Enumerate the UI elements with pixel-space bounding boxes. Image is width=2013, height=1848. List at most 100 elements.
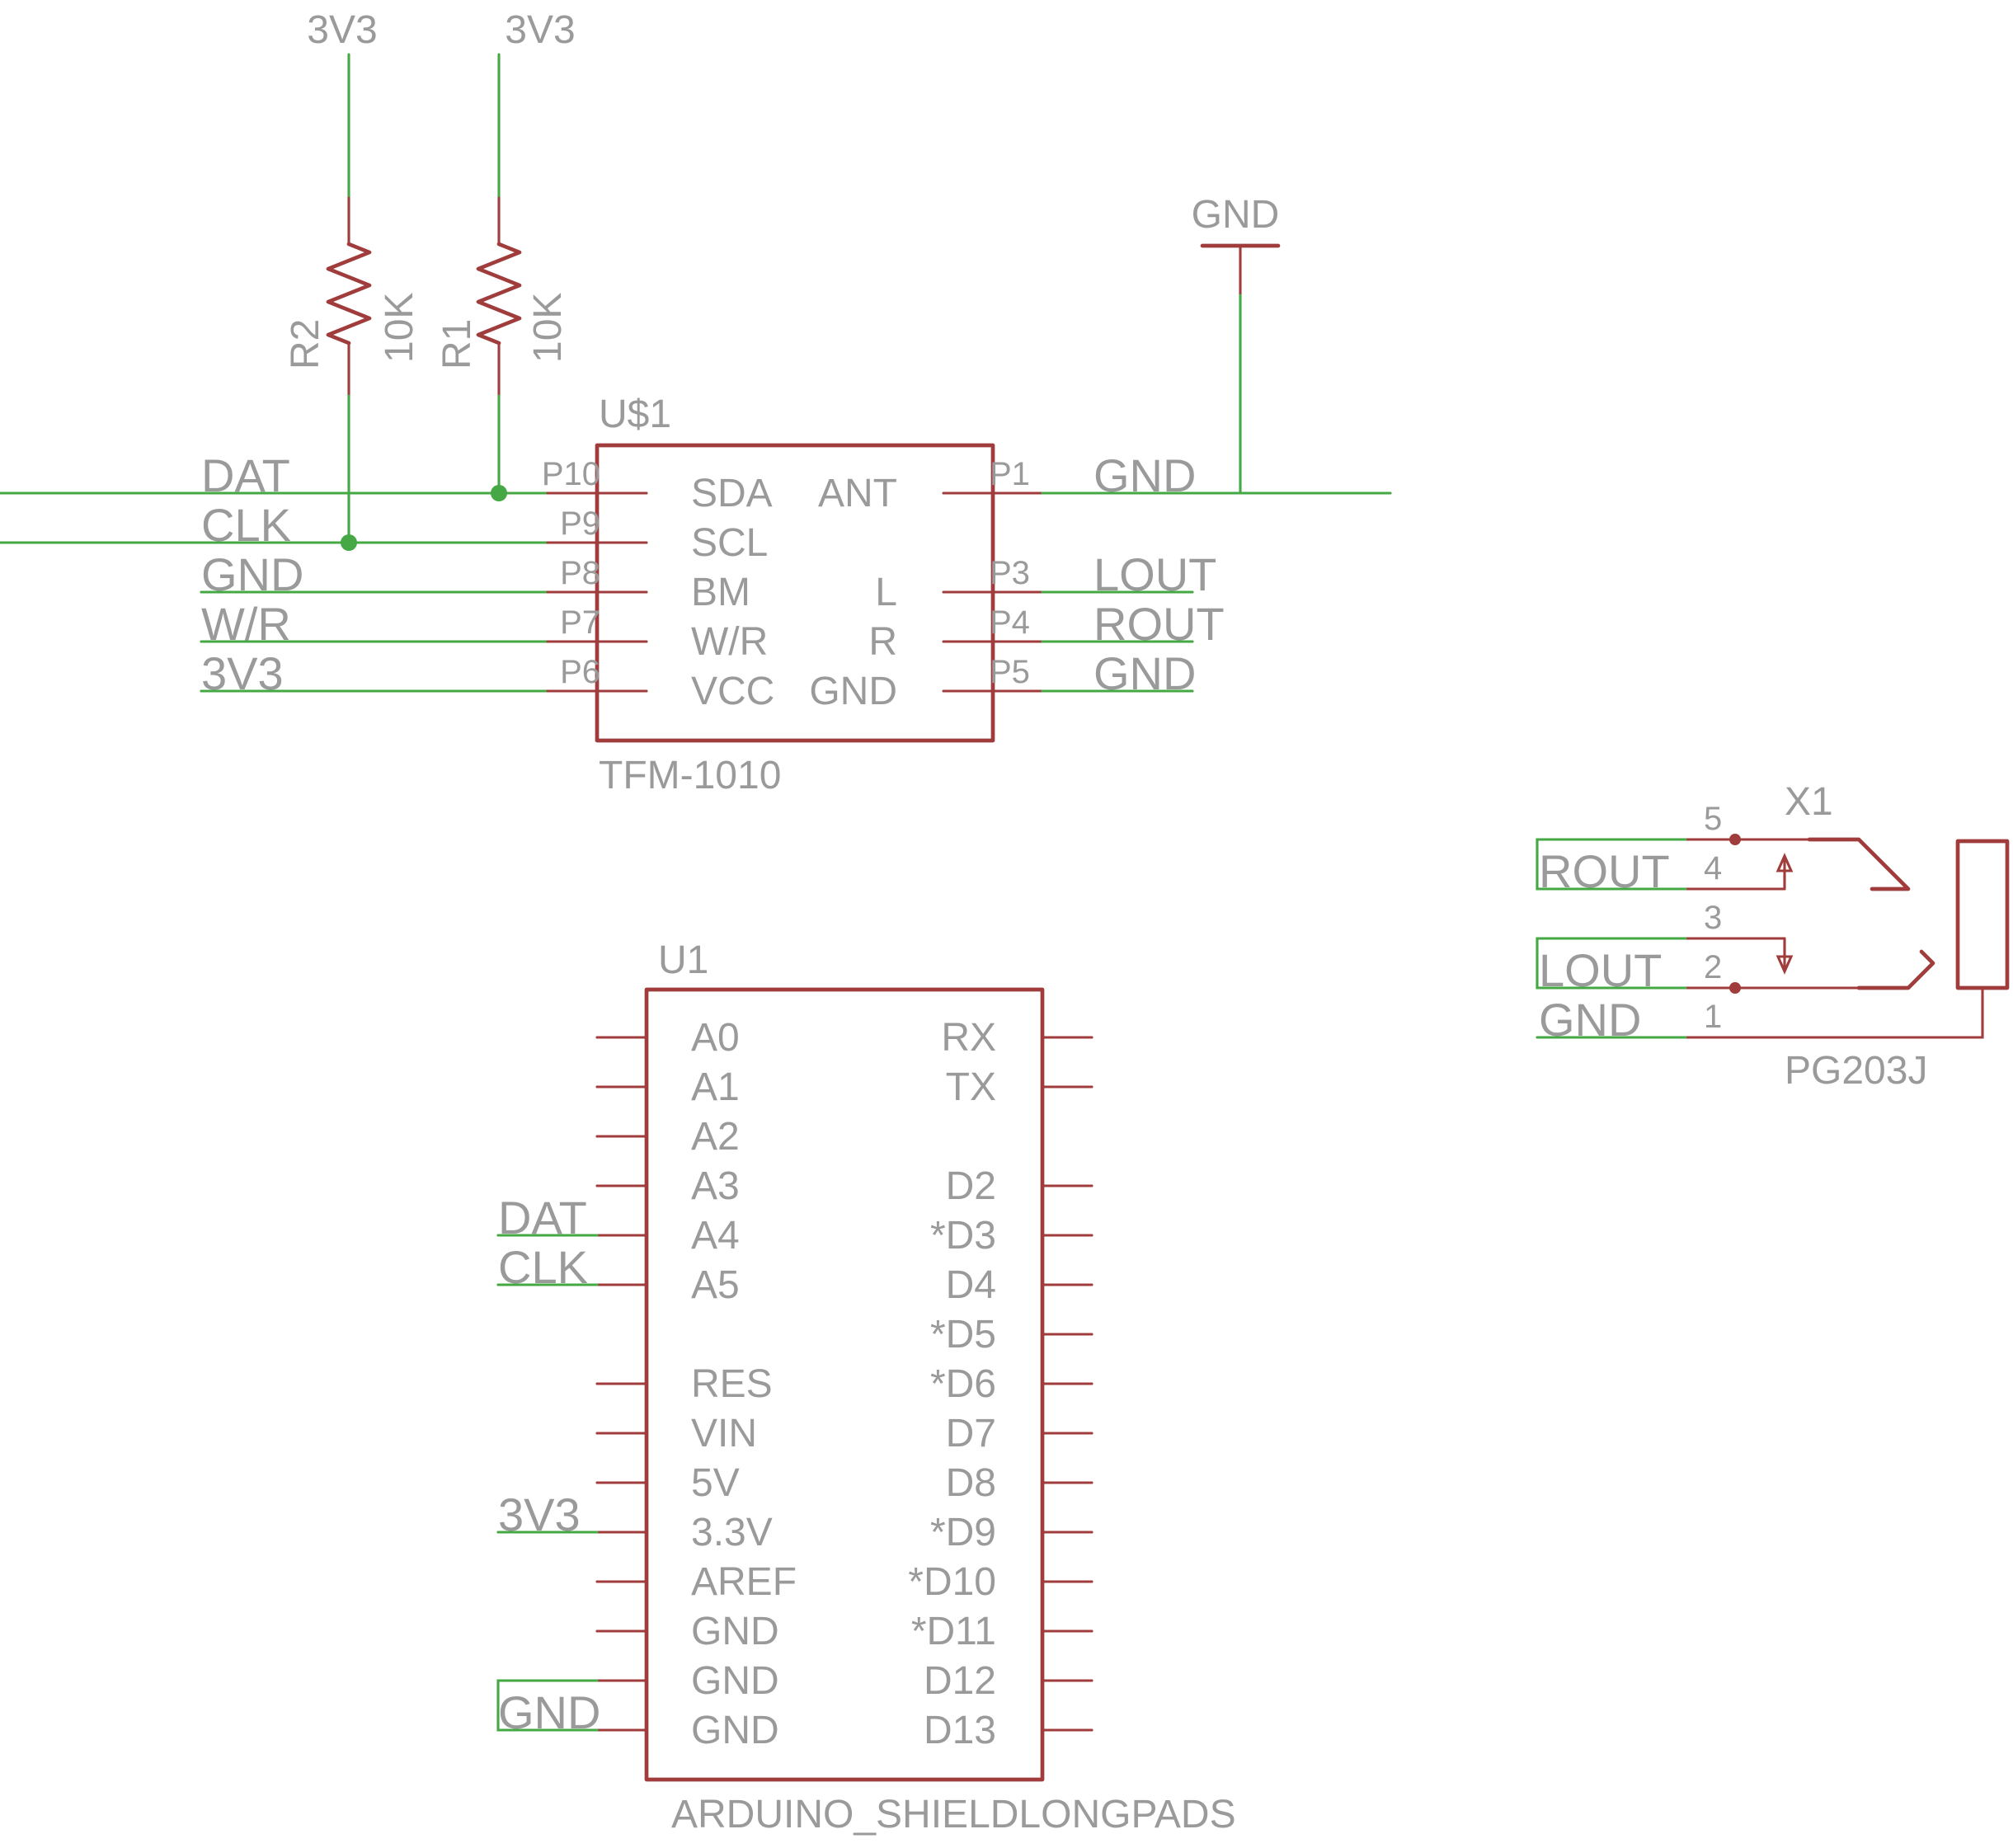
jack-lout-wire <box>1536 937 1687 990</box>
net-label-3v3: 3V3 <box>201 647 284 699</box>
arduino-left-pin-label: GND <box>691 1709 779 1752</box>
jack-pin-number-2: 2 <box>1704 949 1722 985</box>
jack-net-label-lout: LOUT <box>1539 944 1662 996</box>
jack-arrow-down-icon <box>1775 955 1794 975</box>
arduino-right-pin-label: D4 <box>946 1263 996 1307</box>
resistor-r2: 3V3 R2 10K <box>284 8 421 544</box>
arduino-left-pin-label: A3 <box>691 1164 740 1208</box>
jack-designator: X1 <box>1785 780 1833 824</box>
pin-label-p5: P5 <box>990 654 1030 690</box>
net-label-clk: CLK <box>201 499 291 551</box>
jack-pin-1 <box>1684 986 1984 1039</box>
func-wr: W/R <box>691 620 768 664</box>
r1-resistor-body <box>476 242 522 346</box>
func-r: R <box>868 620 897 664</box>
pin-label-p4: P4 <box>990 604 1030 641</box>
arduino-left-pin-label: GND <box>691 1659 779 1703</box>
arduino-right-pin-label: D2 <box>946 1164 996 1208</box>
arduino-left-pin-label: RES <box>691 1362 773 1406</box>
arduino-left-pin-label: AREF <box>691 1560 797 1604</box>
audio-jack-x1: X1 PG203J ROUT LOUT GND 5 4 3 2 1 <box>1536 780 2010 1093</box>
arduino-designator: U1 <box>658 938 708 982</box>
jack-pin-number-3: 3 <box>1704 900 1722 936</box>
jack-rout-wire <box>1536 838 1687 891</box>
jack-pin-number-4: 4 <box>1704 850 1722 886</box>
r1-value: 10K <box>526 293 570 363</box>
pin-label-p9: P9 <box>560 505 600 542</box>
pin-label-p3: P3 <box>990 555 1030 591</box>
jack-pin-number-1: 1 <box>1704 999 1722 1035</box>
arduino-gnd-wire <box>496 1679 599 1732</box>
pin-label-p7: P7 <box>560 604 600 641</box>
net-label-rout: ROUT <box>1094 598 1225 650</box>
tfm-body <box>595 443 995 743</box>
net-label-lout: LOUT <box>1094 548 1216 600</box>
jack-arrow-up-icon <box>1775 853 1794 872</box>
arduino-left-pin-label: VIN <box>691 1412 757 1455</box>
r2-designator: R2 <box>284 319 327 369</box>
func-bm: BM <box>691 571 750 614</box>
jack-net-label-gnd: GND <box>1539 994 1641 1046</box>
func-sda: SDA <box>691 472 773 515</box>
arduino-net-label-clk: CLK <box>498 1241 588 1293</box>
jack-value: PG203J <box>1785 1049 1927 1093</box>
arduino-left-pin-label: A4 <box>691 1214 740 1258</box>
arduino-net-label-gnd: GND <box>498 1686 600 1738</box>
gnd-symbol-label: GND <box>1192 193 1280 237</box>
pin-label-p10: P10 <box>542 456 600 492</box>
r2-supply-label: 3V3 <box>307 8 377 52</box>
func-l: L <box>875 571 897 614</box>
r1-designator: R1 <box>435 319 479 369</box>
tfm-designator: U$1 <box>599 393 671 436</box>
pin-label-p1: P1 <box>990 456 1030 492</box>
arduino-right-pin-label: D7 <box>946 1412 996 1455</box>
arduino-shield: U1 ARDUINO_SHIELDLONGPADS A0A1A2A3A4A5RE… <box>496 938 1236 1836</box>
resistor-r1: 3V3 R1 10K <box>435 8 576 495</box>
arduino-left-pin-label: A2 <box>691 1115 740 1159</box>
arduino-right-pin-label: *D5 <box>930 1313 996 1357</box>
clk-junction <box>341 534 357 551</box>
r2-resistor-body <box>326 242 372 346</box>
tfm-value: TFM-1010 <box>599 754 781 797</box>
net-label-ant-gnd: GND <box>1094 449 1196 501</box>
tfm-1010-module: U$1 TFM-1010 DAT CLK GND W/R 3V3 P10 P9 … <box>0 393 1392 797</box>
jack-contact-5 <box>1729 834 1741 845</box>
arduino-left-pin-label: 5V <box>691 1461 740 1505</box>
arduino-right-pin-label: TX <box>946 1065 996 1109</box>
arduino-left-pin-label: 3.3V <box>691 1511 773 1554</box>
arduino-right-pin-label: D13 <box>924 1709 996 1752</box>
jack-contact-2 <box>1729 982 1741 994</box>
jack-spring-lower <box>1856 949 1935 990</box>
pin-label-p8: P8 <box>560 555 600 591</box>
arduino-value: ARDUINO_SHIELDLONGPADS <box>671 1793 1236 1836</box>
jack-net-label-rout: ROUT <box>1539 845 1670 897</box>
func-ant: ANT <box>818 472 897 515</box>
arduino-left-pin-label: GND <box>691 1610 779 1653</box>
arduino-right-pin-label: *D9 <box>930 1511 996 1554</box>
arduino-right-pin-label: *D3 <box>930 1214 996 1258</box>
pin-label-p6: P6 <box>560 654 600 690</box>
jack-spring-upper <box>1807 837 1911 891</box>
arduino-right-pin-label: *D10 <box>908 1560 996 1604</box>
arduino-right-pin-label: D8 <box>946 1461 996 1505</box>
func-vcc: VCC <box>691 670 774 713</box>
func-scl: SCL <box>691 521 768 565</box>
arduino-right-pin-label: RX <box>941 1016 996 1060</box>
arduino-right-pin-label: D12 <box>924 1659 996 1703</box>
net-label-wr: W/R <box>201 598 291 650</box>
func-gnd: GND <box>809 670 897 713</box>
arduino-net-label-dat: DAT <box>498 1192 587 1244</box>
jack-body <box>1955 839 2010 990</box>
arduino-left-pin-label: A5 <box>691 1263 740 1307</box>
jack-pin-number-5: 5 <box>1704 801 1722 837</box>
gnd-symbol: GND <box>1192 193 1281 495</box>
net-label-gnd-right: GND <box>1094 647 1196 699</box>
net-label-dat: DAT <box>201 449 290 501</box>
arduino-left-pin-label: A1 <box>691 1065 740 1109</box>
r2-value: 10K <box>378 293 421 363</box>
net-label-gnd: GND <box>201 548 303 600</box>
arduino-right-pin-label: *D11 <box>911 1610 996 1653</box>
arduino-left-pin-label: A0 <box>691 1016 740 1060</box>
